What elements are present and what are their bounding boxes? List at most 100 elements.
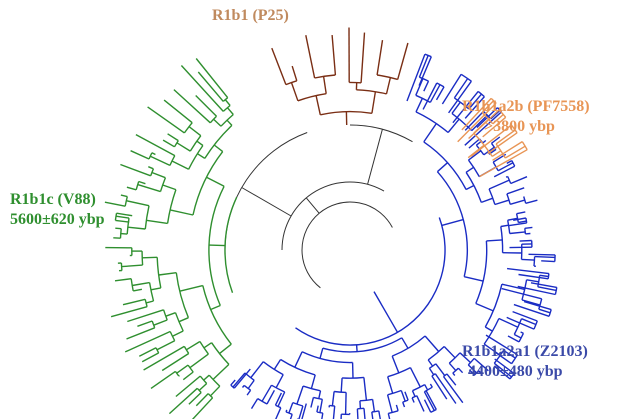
tree-branch [153,319,168,326]
tree-branch [378,410,381,419]
tree-connector [507,220,511,234]
tree-branch [371,411,374,419]
tree-branch [513,217,527,221]
tree-connector [467,159,480,177]
clade-name-p25: R1b1 (P25) [212,7,289,24]
tree-trunk [224,124,413,289]
tree-branch [453,78,469,99]
tree-branch [208,244,226,247]
tree-connector [359,398,373,402]
tree-branch [226,107,234,115]
tree-branch [137,183,161,193]
tree-connector [391,335,426,357]
tree-branch [406,53,426,102]
tree-branch [400,390,406,402]
tree-connector [166,189,177,224]
tree-branch [371,91,377,114]
tree-branch [367,129,383,185]
tree-branch [322,76,327,94]
tree-connector [436,82,445,88]
clade-label-p25: R1b1 (P25) [212,6,289,26]
tree-branch [530,282,557,289]
tree-branch [512,310,538,322]
tree-branch [492,113,504,125]
tree-branch [126,327,155,340]
tree-connector [135,181,140,190]
tree-connector [244,372,255,381]
tree-branch [127,226,146,230]
tree-branch [508,222,527,227]
tree-connector [521,141,528,151]
tree-branch [526,279,539,283]
tree-branch [486,239,503,242]
tree-branch [401,337,409,349]
tree-branch [162,139,175,148]
clade-label-v88: R1b1c (V88) 5600±620 ybp [10,190,105,230]
tree-branch [371,399,376,412]
tree-connector [295,217,446,346]
tree-connector [280,358,316,376]
tree-connector [301,351,353,364]
tree-connector [349,124,413,143]
tree-branch [503,349,516,359]
tree-branch [510,176,528,185]
tree-branch [519,239,532,242]
tree-branch [110,306,148,318]
tree-branch [150,287,161,291]
tree-branch [418,55,429,78]
tree-branch [386,394,393,413]
tree-branch [481,197,494,204]
tree-branch [127,309,164,323]
tree-connector [224,132,308,255]
tree-branch [241,384,245,388]
tree-branch [431,375,448,400]
tree-branch [213,118,222,127]
tree-branch [506,187,525,195]
tree-branch [224,99,231,106]
tree-branch [203,374,210,381]
tree-branch [165,312,176,317]
tree-branch [126,200,150,207]
tree-branch [331,391,335,406]
tree-branch [475,302,494,312]
tree-connector [334,390,347,394]
tree-branch [310,374,316,389]
tree-connector [313,396,323,400]
tree-branch [319,399,323,413]
tree-branch [495,129,516,145]
tree-branch [120,232,128,235]
tree-branch [509,231,526,235]
tree-connector [285,411,293,415]
clade-date-pf7558: >3800 ybp [484,118,555,135]
tree-branch [274,392,283,406]
tree-branch [147,106,185,134]
tree-branch [423,391,435,411]
tree-branch [518,273,549,280]
tree-branch [457,367,464,374]
tree-branch [176,364,189,374]
tree-branch [493,165,516,178]
tree-branch [277,391,286,407]
tree-connector [388,410,399,415]
tree-connector [506,193,511,205]
tree-branch [510,199,525,205]
tree-branch [424,335,440,352]
tree-branch [428,367,435,376]
tree-connector [387,389,402,396]
tree-branch [505,175,508,178]
tree-connector [208,374,221,387]
tree-branch [451,101,461,114]
tree-branch [126,186,137,191]
tree-branch [491,150,502,157]
clade-p25-branches [271,27,409,126]
tree-branch [195,393,209,407]
tree-branch [219,343,232,355]
tree-branch [340,377,343,393]
tree-branch [525,199,538,204]
tree-branch [135,133,176,157]
tree-branch [271,47,287,85]
tree-branch [537,286,557,292]
tree-branch [138,347,157,357]
tree-branch [291,65,298,82]
tree-branch [172,330,184,337]
